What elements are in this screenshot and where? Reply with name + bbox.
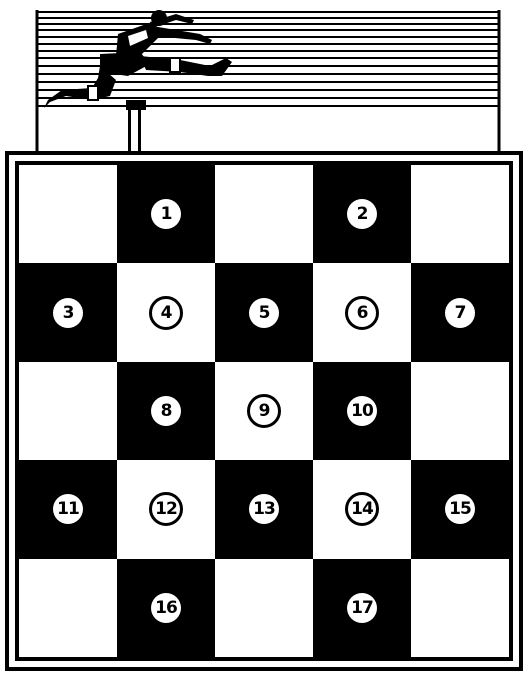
board-square[interactable]: 16 <box>117 559 215 657</box>
square-number: 1 <box>151 199 181 229</box>
board-square[interactable]: 17 <box>313 559 411 657</box>
board-square[interactable]: 15 <box>411 460 509 558</box>
square-number: 3 <box>53 298 83 328</box>
board-square[interactable]: 11 <box>19 460 117 558</box>
board-square[interactable] <box>411 559 509 657</box>
board-square[interactable] <box>19 559 117 657</box>
square-number: 10 <box>347 396 377 426</box>
board-square[interactable]: 1 <box>117 165 215 263</box>
board-square[interactable] <box>19 362 117 460</box>
hurdle <box>126 100 146 152</box>
board-square[interactable]: 9 <box>215 362 313 460</box>
board-square[interactable]: 3 <box>19 263 117 361</box>
board-square[interactable]: 2 <box>313 165 411 263</box>
square-number: 13 <box>249 494 279 524</box>
square-number: 2 <box>347 199 377 229</box>
board-square[interactable]: 7 <box>411 263 509 361</box>
square-number: 16 <box>151 593 181 623</box>
board-square[interactable]: 5 <box>215 263 313 361</box>
square-number: 9 <box>247 394 281 428</box>
square-number: 4 <box>149 296 183 330</box>
board-square[interactable]: 8 <box>117 362 215 460</box>
square-number: 7 <box>445 298 475 328</box>
hurdler-icon <box>0 0 528 155</box>
square-number: 6 <box>345 296 379 330</box>
square-number: 5 <box>249 298 279 328</box>
board-square[interactable] <box>215 559 313 657</box>
board-square[interactable]: 13 <box>215 460 313 558</box>
board-square[interactable] <box>19 165 117 263</box>
square-number: 15 <box>445 494 475 524</box>
board-square[interactable]: 6 <box>313 263 411 361</box>
board-square[interactable] <box>411 362 509 460</box>
square-number: 17 <box>347 593 377 623</box>
square-number: 8 <box>151 396 181 426</box>
board-square[interactable] <box>411 165 509 263</box>
square-number: 14 <box>345 492 379 526</box>
square-number: 12 <box>149 492 183 526</box>
board-square[interactable]: 4 <box>117 263 215 361</box>
board-square[interactable] <box>215 165 313 263</box>
square-number: 11 <box>53 494 83 524</box>
board-square[interactable]: 14 <box>313 460 411 558</box>
board-square[interactable]: 12 <box>117 460 215 558</box>
board-square[interactable]: 10 <box>313 362 411 460</box>
